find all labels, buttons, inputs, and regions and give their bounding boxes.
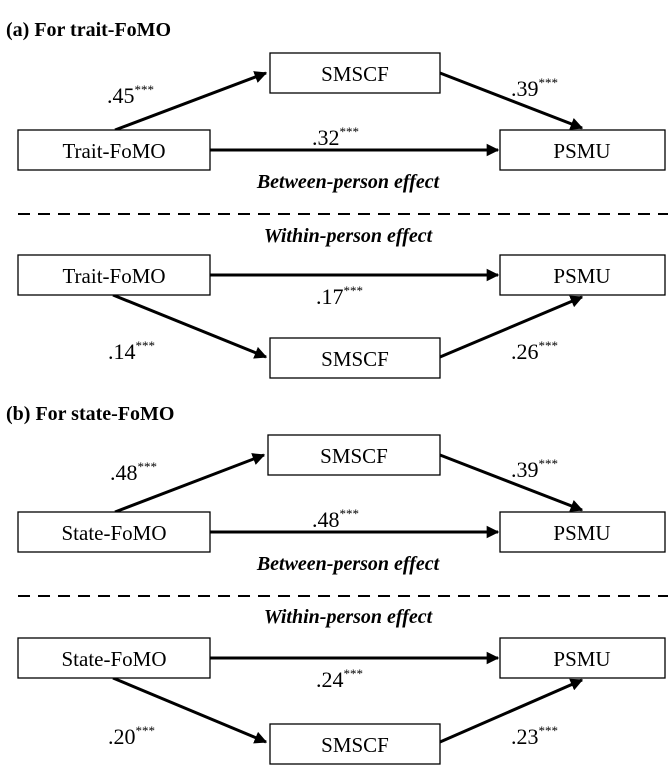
mediator-label: SMSCF: [320, 444, 388, 468]
panel-b-within-model: Within-person effect State-FoMO PSMU SMS…: [17, 606, 666, 765]
path-b-arrow: [439, 453, 584, 512]
predictor-box: [17, 254, 211, 296]
predictor-label: State-FoMO: [62, 647, 167, 671]
path-a-arrow: [112, 676, 268, 744]
mediator-box: [269, 52, 441, 94]
path-a-coefficient: .20***: [108, 723, 155, 749]
path-c-coefficient: .32***: [312, 124, 359, 150]
path-c-coefficient: .17***: [316, 283, 363, 309]
path-a-coefficient: .14***: [108, 338, 155, 364]
path-a-coefficient: .48***: [110, 459, 157, 485]
outcome-label: PSMU: [553, 264, 610, 288]
outcome-box: [499, 637, 666, 679]
path-b-arrow: [439, 295, 584, 359]
mediator-box: [267, 434, 441, 476]
panel-a-within-model: Within-person effect Trait-FoMO PSMU SMS…: [17, 225, 666, 379]
predictor-box: [17, 637, 211, 679]
outcome-box: [499, 511, 666, 553]
mediator-label: SMSCF: [321, 733, 389, 757]
within-person-label: Within-person effect: [264, 225, 434, 247]
between-person-label: Between-person effect: [256, 553, 441, 575]
outcome-label: PSMU: [553, 139, 610, 163]
outcome-box: [499, 129, 666, 171]
predictor-box: [17, 511, 211, 553]
path-b-coefficient: .26***: [511, 338, 558, 364]
outcome-box: [499, 254, 666, 296]
outcome-label: PSMU: [553, 647, 610, 671]
between-person-label: Between-person effect: [256, 171, 441, 193]
mediator-box: [269, 723, 441, 765]
outcome-label: PSMU: [553, 521, 610, 545]
mediator-box: [269, 337, 441, 379]
path-a-arrow: [114, 453, 266, 514]
path-b-coefficient: .39***: [511, 456, 558, 482]
path-b-arrow: [439, 71, 584, 130]
mediator-label: SMSCF: [321, 62, 389, 86]
path-a-arrow: [114, 71, 268, 132]
path-b-arrow: [439, 678, 584, 744]
path-a-arrow: [112, 293, 268, 359]
predictor-label: Trait-FoMO: [62, 264, 165, 288]
path-a-coefficient: .45***: [107, 82, 154, 108]
mediator-label: SMSCF: [321, 347, 389, 371]
within-person-label: Within-person effect: [264, 606, 434, 628]
path-b-coefficient: .23***: [511, 723, 558, 749]
panel-a-between-model: Trait-FoMO SMSCF PSMU .45*** .39*** .32*…: [17, 52, 666, 193]
panel-b-between-model: State-FoMO SMSCF PSMU .48*** .39*** .48*…: [17, 434, 666, 575]
panel-a-heading: (a) For trait-FoMO: [6, 19, 171, 41]
predictor-box: [17, 129, 211, 171]
path-b-coefficient: .39***: [511, 75, 558, 101]
path-c-coefficient: .48***: [312, 506, 359, 532]
predictor-label: State-FoMO: [62, 521, 167, 545]
panel-b-heading: (b) For state-FoMO: [6, 403, 174, 425]
predictor-label: Trait-FoMO: [62, 139, 165, 163]
path-c-coefficient: .24***: [316, 666, 363, 692]
